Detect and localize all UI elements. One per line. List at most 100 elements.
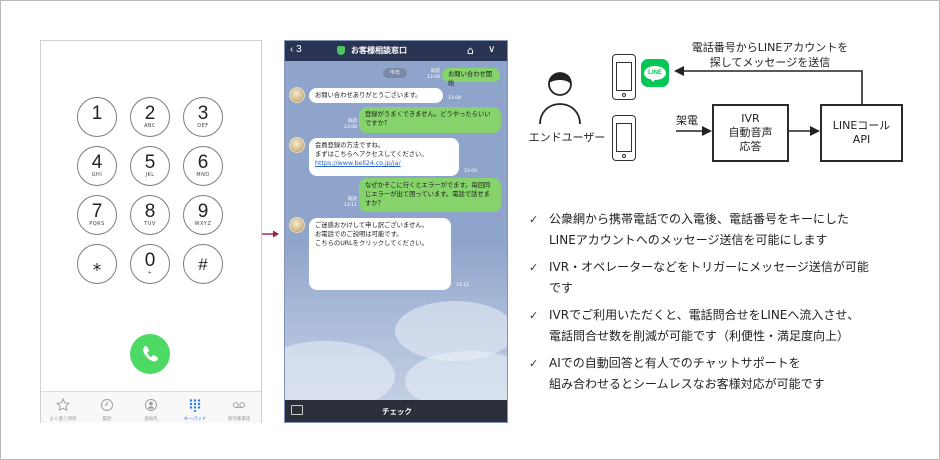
end-user-icon	[539, 72, 581, 125]
key-digit: 3	[197, 103, 209, 124]
key-digit: 1	[91, 103, 103, 124]
star-icon	[56, 397, 70, 412]
tab-label: よく使う項目	[49, 417, 77, 422]
clock-icon	[101, 399, 113, 411]
key-digit: 9	[197, 201, 209, 222]
key-letters: JKL	[145, 172, 155, 178]
tab-keypad[interactable]: キーパッド	[173, 397, 217, 424]
tab-voicemail[interactable]: 留守番電話	[217, 397, 261, 424]
feature-item: ✓ IVRでご利用いただくと、電話問合せをLINEへ流入させ、 電話問合せ数を削減…	[529, 305, 929, 347]
message-bubble-them: 会員登録の方法ですね。 まずはこちらへアクセスしてください。 https://w…	[309, 138, 459, 176]
voicemail-icon	[232, 402, 246, 408]
message-link[interactable]: https://www.bell24.co.jp/ja/	[315, 160, 401, 167]
chevron-down-icon[interactable]: ∨	[488, 44, 496, 55]
key-digit: 2	[144, 103, 156, 124]
home-icon[interactable]: ⌂	[467, 44, 474, 57]
key-hash[interactable]: #	[183, 244, 223, 284]
message-bubble-me: 登録がうまくできません。どうやったらいいですか？	[359, 107, 501, 133]
check-icon: ✓	[529, 213, 539, 226]
key-digit: 7	[91, 201, 103, 222]
tab-favorites[interactable]: よく使う項目	[41, 397, 85, 424]
message-bubble-me: なぜかそこに行くとエラーがでます。毎回同じエラーが出て困っています。電話で話せま…	[359, 178, 501, 212]
phone-icon	[143, 345, 159, 362]
line-logo-text: LINE	[644, 66, 666, 80]
call-label: 架電	[676, 114, 698, 127]
avatar	[289, 87, 305, 103]
message-bubble-them: お問い合わせありがとうございます。	[309, 88, 443, 103]
tab-contacts[interactable]: 連絡先	[129, 397, 173, 424]
feature-list: ✓ 公衆網から携帯電話での入電後、電話番号をキーにした LINEアカウントへのメッ…	[529, 209, 929, 401]
end-user-label: エンドユーザー	[528, 131, 606, 144]
dialer-tab-bar: よく使う項目 履歴 連絡先 キーパッド 留守番電話	[41, 391, 261, 423]
message-meta: 既読 13:08	[344, 119, 357, 130]
key-digit: 5	[144, 152, 156, 173]
key-letters: DEF	[197, 123, 209, 129]
feature-text: 公衆網から携帯電話での入電後、電話番号をキーにした LINEアカウントへのメッセ…	[549, 212, 850, 247]
tab-label: 留守番電話	[227, 417, 251, 422]
contact-icon	[145, 399, 157, 411]
key-letters: +	[147, 270, 153, 276]
key-letters: PQRS	[89, 221, 105, 227]
key-star[interactable]: ⁎	[77, 244, 117, 284]
line-call-api-box: LINEコール API	[820, 104, 903, 162]
chat-footer: チェック	[285, 400, 507, 422]
check-icon: ✓	[529, 309, 539, 322]
check-menu-button[interactable]: チェック	[382, 407, 412, 416]
smartphone-icon	[612, 54, 636, 100]
message-meta: 13:08	[448, 96, 461, 101]
back-button[interactable]: ‹ 3	[290, 44, 302, 55]
key-letters: TUV	[144, 221, 156, 227]
flow-arrow-icon	[262, 230, 279, 238]
feature-text: IVR・オペレーターなどをトリガーにメッセージ送信が可能 です	[549, 260, 869, 295]
key-0[interactable]: 0+	[130, 244, 170, 284]
key-1[interactable]: 1	[77, 97, 117, 137]
key-digit: ⁎	[92, 255, 102, 274]
avatar	[289, 137, 305, 153]
key-digit: 0	[144, 250, 156, 271]
message-text: 会員登録の方法ですね。 まずはこちらへアクセスしてください。	[315, 142, 428, 158]
tab-recents[interactable]: 履歴	[85, 397, 129, 424]
key-digit: #	[198, 255, 208, 274]
line-app-icon: LINE	[641, 59, 669, 87]
smartphone-icon	[612, 115, 636, 161]
tab-label: 連絡先	[144, 417, 158, 422]
message-meta: 13:12	[456, 283, 469, 288]
key-letters: WXYZ	[194, 221, 212, 227]
key-letters: GHI	[91, 172, 103, 178]
feature-item: ✓ AIでの自動回答と有人でのチャットサポートを 組み合わせるとシームレスなお客様…	[529, 353, 929, 395]
back-count: 3	[296, 44, 302, 55]
check-icon: ✓	[529, 357, 539, 370]
tab-label: キーパッド	[183, 417, 207, 422]
call-button[interactable]	[130, 334, 170, 374]
feature-item: ✓ 公衆網から携帯電話での入電後、電話番号をキーにした LINEアカウントへのメッ…	[529, 209, 929, 251]
date-separator: 今日	[383, 68, 407, 78]
keyboard-icon[interactable]	[291, 405, 303, 415]
feature-text: IVRでご利用いただくと、電話問合せをLINEへ流入させ、 電話問合せ数を削減が…	[549, 308, 860, 343]
tab-label: 履歴	[102, 417, 112, 422]
message-meta: 既読 13:08	[427, 69, 440, 80]
message-bubble-me: お問い合わせ開始	[442, 68, 500, 87]
keypad-icon	[189, 399, 201, 413]
key-letters: ABC	[144, 123, 156, 129]
chat-header: ‹ 3 お客様相談窓口 ⌂ ∨	[285, 41, 507, 61]
key-digit: 4	[91, 152, 103, 173]
message-bubble-them: ご迷惑おかけして申し訳ございません。 お電話でのご説明は可能です。 こちらのUR…	[309, 218, 451, 290]
ivr-box: IVR 自動音声 応答	[712, 104, 789, 162]
diagram-caption: 電話番号からLINEアカウントを 探してメッセージを送信	[691, 41, 849, 69]
avatar	[289, 217, 305, 233]
feature-text: AIでの自動回答と有人でのチャットサポートを 組み合わせるとシームレスなお客様対…	[549, 356, 825, 391]
check-icon: ✓	[529, 261, 539, 274]
key-digit: 6	[197, 152, 209, 173]
chat-title: お客様相談窓口	[351, 46, 407, 55]
feature-item: ✓ IVR・オペレーターなどをトリガーにメッセージ送信が可能 です	[529, 257, 929, 299]
shield-icon	[337, 46, 345, 55]
